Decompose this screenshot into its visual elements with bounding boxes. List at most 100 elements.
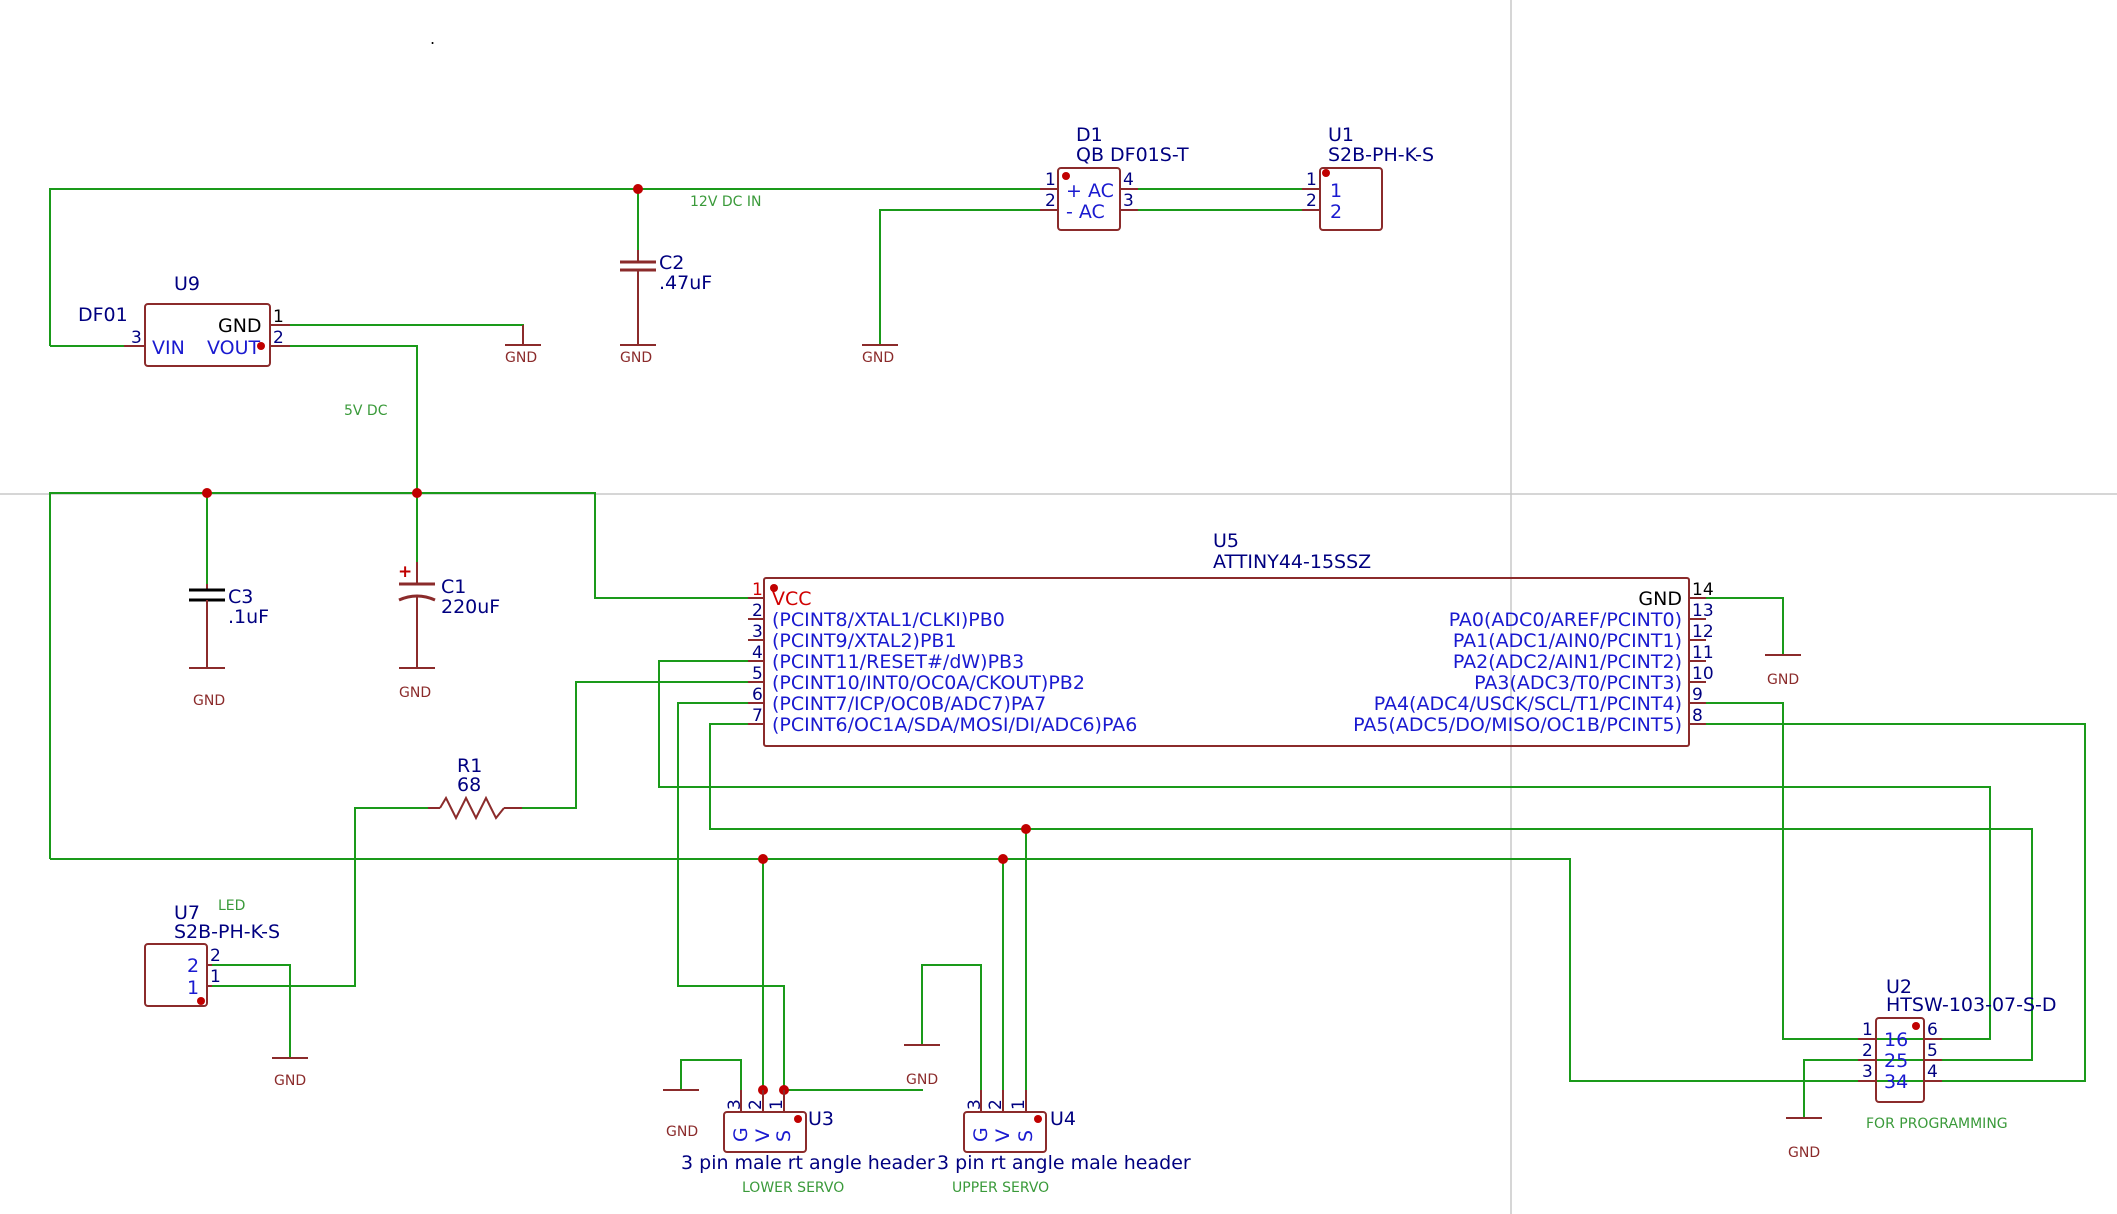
svg-text:1: 1	[1862, 1020, 1873, 1040]
svg-text:2: 2	[986, 1099, 1006, 1110]
u5-ref: U5	[1213, 530, 1239, 552]
svg-text:2: 2	[210, 946, 221, 966]
svg-text:G: G	[730, 1127, 752, 1142]
component-c1: + C1 220uF	[398, 562, 500, 620]
u5-value: ATTINY44-15SSZ	[1213, 551, 1371, 573]
junctions	[202, 184, 1031, 1095]
svg-text:6: 6	[1927, 1020, 1938, 1040]
wire-u7-gnd	[210, 964, 291, 1058]
net-label-led: LED	[218, 898, 245, 914]
junction-dot	[633, 184, 643, 194]
svg-text:S: S	[773, 1130, 795, 1142]
gnd-symbol: GND	[272, 1057, 308, 1089]
u5-pin-name: PA4(ADC4/USCK/SCL/T1/PCINT4)	[1374, 693, 1682, 715]
u5-pin-name: (PCINT8/XTAL1/CLKI)PB0	[772, 609, 1005, 631]
c3-value: .1uF	[228, 606, 269, 628]
gnd-symbol: GND	[189, 620, 225, 709]
wire-u3-gnd	[680, 1059, 742, 1090]
svg-text:16: 16	[1884, 1029, 1908, 1051]
u5-pin-number: 5	[752, 664, 763, 684]
junction-dot	[998, 854, 1008, 864]
component-d1: D1 QB DF01S-T + AC - AC 1 2 4 3	[1040, 124, 1189, 231]
u5-pin-name: GND	[1638, 588, 1682, 610]
net-label-programming: FOR PROGRAMMING	[1866, 1116, 2008, 1132]
svg-text:34: 34	[1884, 1071, 1908, 1093]
svg-text:GND: GND	[1788, 1145, 1820, 1161]
u5-pin-number: 10	[1692, 664, 1714, 684]
svg-text:2: 2	[746, 1099, 766, 1110]
gnd-symbols: GND GND GND GND GND GND GND GND GND GND	[189, 300, 1822, 1161]
svg-text:25: 25	[1884, 1050, 1908, 1072]
wire-u9-gnd	[290, 324, 524, 345]
svg-text:GND: GND	[399, 685, 431, 701]
u9-value: DF01	[78, 304, 128, 326]
wire-u2-gnd	[1803, 1059, 1865, 1118]
svg-text:2: 2	[273, 328, 284, 348]
u9-vout-pin: VOUT	[207, 337, 261, 359]
wire-pa5-u2	[1706, 723, 2086, 1082]
net-label-lower-servo: LOWER SERVO	[742, 1180, 844, 1196]
u3-value: 3 pin male rt angle header	[681, 1152, 935, 1174]
svg-text:GND: GND	[862, 350, 894, 366]
svg-text:1: 1	[187, 977, 199, 999]
stray-mark: .	[430, 29, 435, 48]
junction-dot	[758, 854, 768, 864]
svg-text:1: 1	[1009, 1099, 1029, 1110]
u5-pin-name: PA2(ADC2/AIN1/PCINT2)	[1453, 651, 1682, 673]
u1-ref: U1	[1328, 124, 1354, 146]
u4-value: 3 pin rt angle male header	[937, 1152, 1191, 1174]
u5-pin-number: 7	[752, 706, 763, 726]
u5-pin-name: (PCINT10/INT0/OC0A/CKOUT)PB2	[772, 672, 1085, 694]
gnd-symbol: GND	[1786, 1117, 1822, 1161]
junction-dot	[202, 488, 212, 498]
svg-text:GND: GND	[505, 350, 537, 366]
net-label-5v: 5V DC	[344, 403, 388, 419]
u5-pin-name: (PCINT6/OC1A/SDA/MOSI/DI/ADC6)PA6	[772, 714, 1137, 736]
wires	[49, 188, 2086, 1118]
svg-text:V: V	[752, 1129, 774, 1142]
svg-text:2: 2	[187, 955, 199, 977]
net-label-upper-servo: UPPER SERVO	[952, 1180, 1049, 1196]
svg-text:GND: GND	[1767, 672, 1799, 688]
r1-ref: R1	[457, 755, 482, 777]
gnd-symbol: GND	[1765, 654, 1801, 688]
c3-ref: C3	[228, 586, 253, 608]
svg-text:3: 3	[725, 1099, 745, 1110]
c1-value: 220uF	[441, 596, 500, 618]
svg-text:GND: GND	[193, 693, 225, 709]
svg-text:GND: GND	[666, 1124, 698, 1140]
svg-text:1: 1	[210, 967, 221, 987]
u2-value: HTSW-103-07-S-D	[1886, 994, 2057, 1016]
u5-pin-name: PA5(ADC5/DO/MISO/OC1B/PCINT5)	[1353, 714, 1682, 736]
u5-right-pins: 14GND13PA0(ADC0/AREF/PCINT0)12PA1(ADC1/A…	[1353, 580, 1714, 736]
svg-text:1: 1	[1330, 180, 1342, 202]
wire-u9-vout-5v	[290, 345, 418, 493]
svg-text:4: 4	[1927, 1062, 1938, 1082]
component-c3: C3 .1uF	[189, 584, 269, 628]
net-label-12v: 12V DC IN	[690, 194, 761, 210]
svg-text:5: 5	[1927, 1041, 1938, 1061]
gnd-symbol: GND	[505, 325, 541, 366]
c2-ref: C2	[659, 252, 684, 274]
svg-text:GND: GND	[274, 1073, 306, 1089]
u5-pin-number: 14	[1692, 580, 1714, 600]
component-u2: U2 HTSW-103-07-S-D 16 25 34 1 2 3 6 5 4	[1858, 976, 2057, 1103]
svg-text:1: 1	[273, 307, 284, 327]
svg-text:1: 1	[1306, 170, 1317, 190]
wire-12v-in	[49, 188, 1040, 346]
u4-ref: U4	[1050, 1108, 1076, 1130]
d1-pin-plus: + AC	[1066, 180, 1114, 202]
gnd-symbol: GND	[862, 344, 898, 366]
wire-reset-u2-pin5	[658, 660, 1991, 1040]
wire-5v-bus	[49, 492, 755, 859]
component-u1: U1 S2B-PH-K-S 1 2 1 2	[1302, 124, 1434, 231]
u5-pin-number: 12	[1692, 622, 1714, 642]
d1-ref: D1	[1076, 124, 1103, 146]
wire-pa6-u2-pin5	[709, 723, 2033, 1061]
svg-text:3: 3	[1123, 191, 1134, 211]
junction-dot	[412, 488, 422, 498]
gnd-symbol: GND	[399, 620, 435, 701]
component-u7: U7 S2B-PH-K-S 2 1 2 1	[144, 902, 280, 1007]
